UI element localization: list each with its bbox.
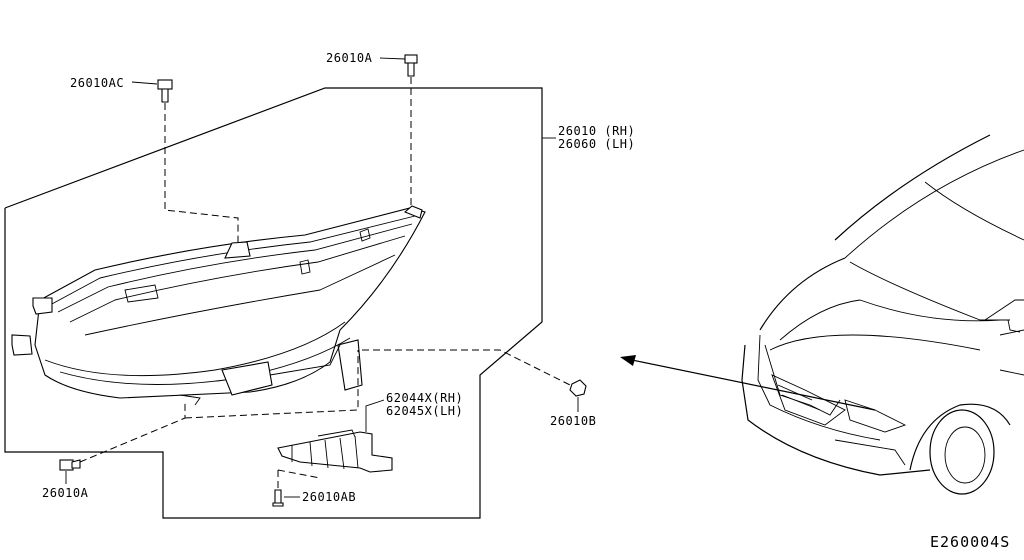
bolt-26010A-lower [59,459,81,471]
leader-bolt-top-left [131,81,158,85]
label-bracket-lh: 62045X(LH) [386,404,463,418]
screw-26010AB [272,489,284,507]
dash-bracket-screw [277,469,321,479]
label-bolt-top: 26010A [326,51,373,65]
dash-bolt-right [362,349,573,387]
dash-bolt-top-left [164,103,239,242]
bolt-26010A-top [404,54,418,77]
vehicle-illustration [741,134,1024,495]
dash-bolt-lower-left [79,402,186,463]
assembly-boundary [4,87,543,519]
drawing-code: E260004S [930,533,1010,551]
label-bolt-right: 26010B [550,414,596,428]
label-assembly-lh: 26060 (LH) [558,137,635,151]
label-screw: 26010AB [302,490,356,504]
label-bolt-lower-left: 26010A [42,486,89,500]
dash-bracket-housing [184,350,359,419]
label-bracket-rh: 62044X(RH) [386,391,463,405]
label-bolt-top-left: 26010AC [70,76,124,90]
bracket-62044X [277,429,393,473]
leader-bolt-top [379,57,406,60]
headlamp-assembly [11,205,426,406]
location-arrow [620,355,876,411]
bolt-26010B [569,379,587,397]
bolt-26010AC [157,79,173,103]
label-assembly-rh: 26010 (RH) [558,124,635,138]
leader-bracket [365,399,385,432]
